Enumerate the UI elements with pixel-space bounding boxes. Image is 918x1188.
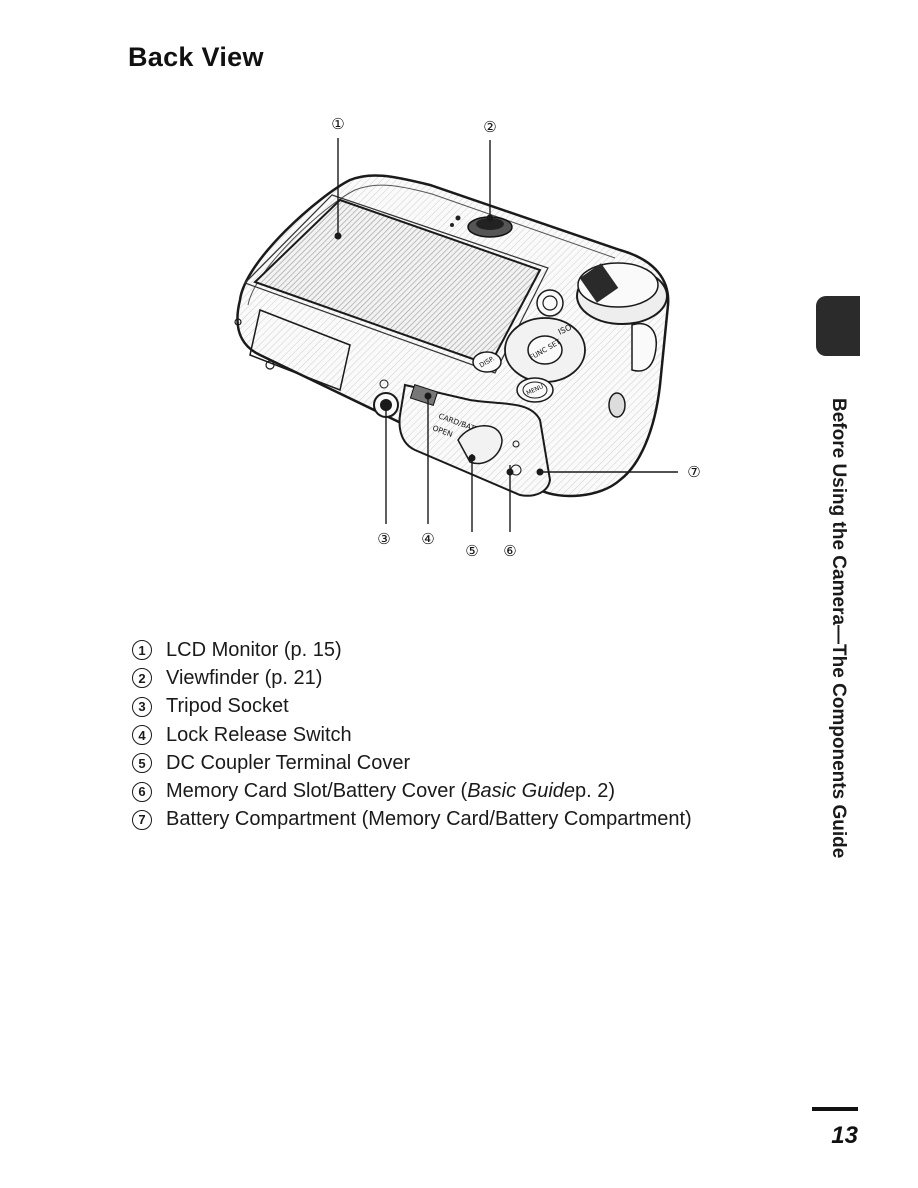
legend-item-lock-release-switch: 4 Lock Release Switch	[132, 721, 692, 749]
callout-6: ⑥	[503, 542, 516, 560]
legend-number: 7	[132, 809, 152, 830]
legend-number: 6	[132, 781, 152, 802]
legend-text-italic: Basic Guide	[467, 780, 576, 803]
legend-item-lcd-monitor: 1 LCD Monitor (p. 15)	[132, 636, 692, 664]
component-legend: 1 LCD Monitor (p. 15) 2 Viewfinder (p. 2…	[132, 636, 692, 834]
chapter-tab	[816, 296, 860, 356]
legend-text: Viewfinder (p. 21)	[166, 666, 323, 689]
legend-item-memory-card-cover: 6 Memory Card Slot/Battery Cover (Basic …	[132, 777, 692, 805]
legend-number: 5	[132, 753, 152, 774]
page-number: 13	[831, 1122, 858, 1149]
callout-2: ②	[483, 118, 496, 136]
legend-text-after: p. 2)	[575, 780, 616, 803]
legend-text-before: Memory Card Slot/Battery Cover (	[166, 780, 468, 803]
mode-dial	[576, 262, 668, 325]
legend-text: Battery Compartment (Memory Card/Battery…	[166, 808, 692, 831]
legend-number: 4	[132, 725, 152, 746]
callout-1: ①	[331, 115, 344, 133]
callout-5: ⑤	[465, 542, 478, 560]
legend-text: LCD Monitor (p. 15)	[166, 638, 342, 661]
callout-7: ⑦	[687, 463, 700, 481]
side-panel	[608, 323, 657, 418]
lower-body-details	[234, 308, 351, 392]
legend-item-tripod-socket: 3 Tripod Socket	[132, 693, 692, 721]
callout-4: ④	[421, 530, 434, 548]
control-panel: FUNC SET ISO DISP. MENU	[472, 289, 586, 403]
legend-text: Tripod Socket	[166, 695, 289, 718]
camera-back-view-figure: FUNC SET ISO DISP. MENU	[200, 100, 720, 580]
legend-item-battery-compartment: 7 Battery Compartment (Memory Card/Batte…	[132, 806, 692, 834]
page-number-rule	[812, 1107, 858, 1111]
leader-lines	[334, 138, 678, 532]
callout-3: ③	[377, 530, 390, 548]
legend-number: 1	[132, 640, 152, 661]
chapter-side-label: Before Using the Camera—The Components G…	[828, 398, 849, 859]
legend-number: 3	[132, 696, 152, 717]
viewfinder	[450, 215, 513, 238]
page-title: Back View	[128, 42, 264, 72]
legend-text: Lock Release Switch	[166, 723, 352, 746]
legend-item-viewfinder: 2 Viewfinder (p. 21)	[132, 664, 692, 692]
legend-number: 2	[132, 668, 152, 689]
legend-text: DC Coupler Terminal Cover	[166, 751, 411, 774]
legend-item-dc-coupler-cover: 5 DC Coupler Terminal Cover	[132, 749, 692, 777]
